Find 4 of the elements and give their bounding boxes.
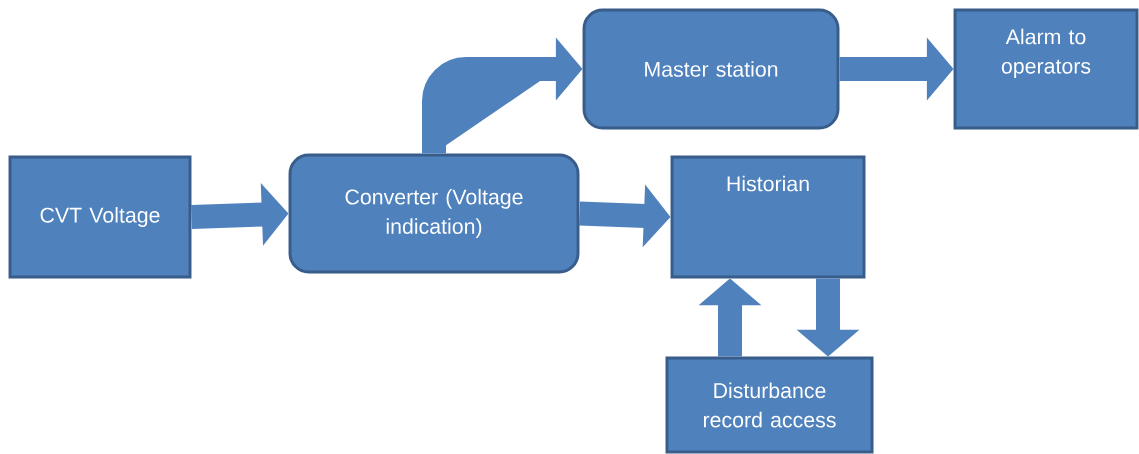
process-box: Historian	[670, 155, 866, 279]
process-box: CVT Voltage	[8, 155, 192, 279]
process-box: Alarm to operators	[953, 8, 1139, 130]
process-box: Master station	[582, 8, 840, 130]
